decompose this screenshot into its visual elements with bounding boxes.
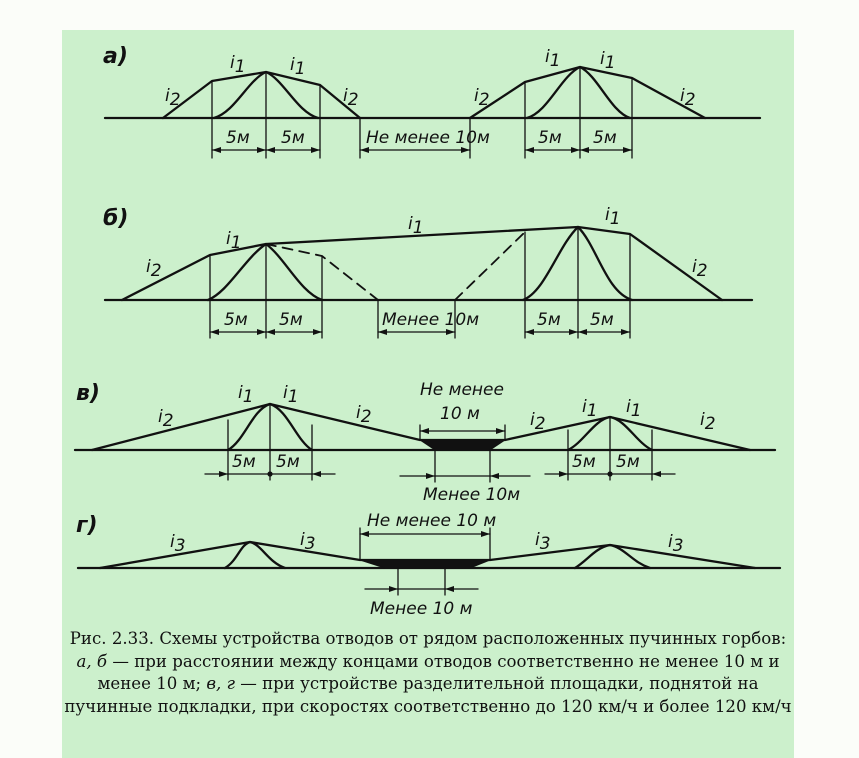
ramp-left-hump: [161, 70, 362, 120]
grade-label: i1: [238, 383, 254, 407]
figure-caption: Рис. 2.33. Схемы устройства отводов от р…: [62, 628, 794, 718]
dimension-label: 5м: [281, 128, 305, 148]
panel-letter-v: в): [76, 381, 100, 406]
scheme-g: [76, 527, 782, 596]
separation-platform: [419, 439, 506, 451]
scheme-b: [103, 225, 754, 339]
grade-label: i2: [146, 257, 162, 281]
grade-label: i1: [408, 214, 424, 238]
dimension-label: 5м: [226, 128, 250, 148]
dimension-label: 5м: [224, 310, 248, 330]
dimension-label: 10 м: [440, 404, 480, 424]
dimension-label: 5м: [572, 452, 596, 472]
grade-label: i2: [343, 86, 359, 110]
grade-label: i1: [582, 397, 598, 421]
dimension-label: 5м: [279, 310, 303, 330]
dimension-label: Менее 10м: [382, 310, 479, 330]
profile-schemes-diagram: а) б) в) г) i2 i1 i1 i2 i2 i1 i1 i2 5м 5…: [73, 44, 782, 619]
grade-label: i2: [680, 86, 696, 110]
dimension-label: 5м: [616, 452, 640, 472]
grade-label: i2: [474, 86, 490, 110]
dimension-label: Не менее: [420, 380, 504, 400]
ramp-dashed: [454, 231, 526, 301]
dimension-label: 5м: [593, 128, 617, 148]
ramp-profile: [90, 402, 752, 452]
caption-ab: а, б: [76, 651, 108, 671]
separation-platform: [359, 559, 491, 569]
dimension-label: 5м: [276, 452, 300, 472]
caption-part1: — при расстоянии между концами отводов с…: [97, 651, 780, 694]
grade-label: i1: [545, 47, 561, 71]
grade-label: i2: [356, 403, 372, 427]
dimension-label: 5м: [590, 310, 614, 330]
dimension-label: Не менее 10 м: [367, 511, 496, 531]
grade-label: i3: [300, 530, 316, 554]
continuous-ramp: [120, 225, 724, 302]
grade-label: i3: [170, 532, 186, 556]
grade-label: i2: [692, 257, 708, 281]
grade-label: i1: [600, 49, 616, 73]
heaving-hump: [223, 540, 287, 570]
caption-prefix: Рис. 2.33. Схемы устройства отводов от р…: [69, 629, 787, 648]
dimension-label: 5м: [537, 310, 561, 330]
dimension-label: 5м: [538, 128, 562, 148]
grade-label: i1: [290, 55, 306, 79]
caption-vg: в, г: [206, 674, 235, 693]
grade-label: i2: [530, 410, 546, 434]
grade-label: i2: [700, 410, 716, 434]
grade-label: i1: [230, 53, 246, 77]
grade-label: i1: [283, 383, 299, 407]
dimension-label: Менее 10м: [423, 485, 520, 505]
panel-letter-a: а): [103, 44, 128, 69]
grade-label: i2: [158, 407, 174, 431]
heaving-hump: [573, 543, 652, 570]
grade-label: i3: [535, 530, 551, 554]
grade-label: i2: [165, 86, 181, 110]
caption-part2: — при устройстве разделительной площадки…: [64, 674, 792, 716]
scheme-v: [73, 402, 777, 483]
grade-label: i1: [605, 205, 621, 229]
dimension-label: Не менее 10м: [366, 128, 490, 148]
scheme-a: [103, 65, 762, 159]
grade-label: i1: [626, 397, 642, 421]
dimension-arrows: [210, 147, 661, 592]
grade-label: i1: [226, 229, 242, 253]
panel-letter-g: г): [76, 513, 98, 538]
grade-label: i3: [668, 532, 684, 556]
panel-letter-b: б): [103, 206, 128, 231]
dimension-label: Менее 10 м: [370, 599, 473, 619]
dimension-label: 5м: [232, 452, 256, 472]
ramp-right-hump: [468, 65, 707, 120]
figure-panel: [62, 30, 794, 758]
